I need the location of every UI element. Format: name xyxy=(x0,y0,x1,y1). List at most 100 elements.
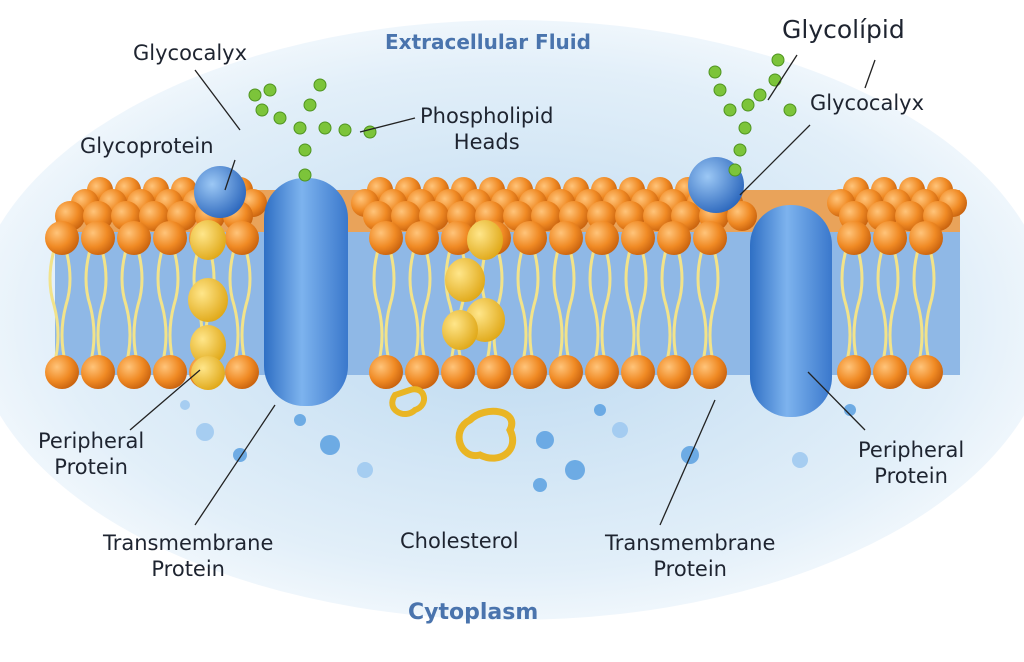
cytoplasm-particle xyxy=(594,404,606,416)
sugar-bead xyxy=(263,83,277,97)
sugar-bead xyxy=(723,103,737,117)
sugar-bead xyxy=(708,65,722,79)
label-line: Protein xyxy=(151,557,225,581)
glycoprotein-label: Glycoprotein xyxy=(80,134,214,158)
extracellular-fluid-label: Extracellular Fluid xyxy=(385,30,591,54)
sugar-bead xyxy=(733,143,747,157)
lipid-tail xyxy=(132,249,144,366)
lipid-tail xyxy=(168,249,180,366)
phospholipid-head xyxy=(45,355,79,389)
sugar-bead xyxy=(293,121,307,135)
lipid-tail xyxy=(372,249,384,366)
phospholipid-head xyxy=(405,355,439,389)
cholesterol-left xyxy=(188,220,228,390)
phospholipid-head xyxy=(585,355,619,389)
lipid-tail xyxy=(912,249,924,366)
lipid-tail xyxy=(876,249,888,366)
sugar-bead xyxy=(298,143,312,157)
sugar-bead xyxy=(768,73,782,87)
phospholipid-head xyxy=(369,355,403,389)
sugar-bead xyxy=(728,163,742,177)
phospholipid-head xyxy=(693,355,727,389)
lipid-tail xyxy=(408,249,420,366)
cytoplasm-particle xyxy=(320,435,340,455)
cytoplasm-particle xyxy=(844,404,856,416)
cytoplasm-particle xyxy=(357,462,373,478)
phospholipid-head xyxy=(873,355,907,389)
lipid-tail xyxy=(708,249,720,366)
cytoplasm-label: Cytoplasm xyxy=(408,600,539,625)
sugar-bead xyxy=(713,83,727,97)
lipid-tail xyxy=(924,249,936,366)
cytoplasm-particle xyxy=(681,446,699,464)
cytoplasm-particle xyxy=(294,414,306,426)
phospholipid-head xyxy=(369,221,403,255)
lipid-tail xyxy=(228,249,240,366)
phospholipid-head xyxy=(513,221,547,255)
lipid-tail xyxy=(600,249,612,366)
lipid-tail xyxy=(516,249,528,366)
lipid-tail xyxy=(48,249,60,366)
phospholipid-head xyxy=(513,355,547,389)
phospholipid-head xyxy=(873,221,907,255)
label-line: Protein xyxy=(653,557,727,581)
cytoplasm-particle xyxy=(792,452,808,468)
label-line: Phospholipid xyxy=(420,104,554,128)
phospholipid-head xyxy=(153,221,187,255)
phospholipid-head xyxy=(117,221,151,255)
cytoplasm-particle xyxy=(533,478,547,492)
lipid-tail xyxy=(672,249,684,366)
phospholipid-head xyxy=(837,355,871,389)
cholesterol-label: Cholesterol xyxy=(400,529,519,553)
phospholipid-head xyxy=(405,221,439,255)
cytoplasm-particle xyxy=(180,400,190,410)
phospholipid-head xyxy=(621,221,655,255)
lipid-tail xyxy=(60,249,72,366)
lipid-tail xyxy=(552,249,564,366)
lipid-tail xyxy=(240,249,252,366)
glycoprotein-sphere xyxy=(194,166,246,218)
sugar-bead xyxy=(298,168,312,182)
lipid-tail xyxy=(420,249,432,366)
cytoplasm-particle xyxy=(612,422,628,438)
cholesterol-center xyxy=(389,220,517,462)
sugar-bead xyxy=(318,121,332,135)
phospholipid-head xyxy=(45,221,79,255)
glycolipid-label: Glycolípid xyxy=(782,15,905,44)
cytoplasm-particle xyxy=(565,460,585,480)
phospholipid-head xyxy=(657,355,691,389)
label-line: Peripheral xyxy=(858,438,965,462)
label-line: Protein xyxy=(874,464,948,488)
leader-lines xyxy=(129,54,876,526)
lipid-tail xyxy=(564,249,576,366)
lipid-tails xyxy=(48,249,936,366)
phospholipid-head xyxy=(727,201,757,231)
phospholipid-head xyxy=(441,221,475,255)
sugar-bead xyxy=(738,121,752,135)
sugar-bead xyxy=(753,88,767,102)
transmembrane-protein-right xyxy=(750,205,832,417)
lipid-tail xyxy=(840,249,852,366)
sugar-bead xyxy=(771,53,785,67)
sugar-bead xyxy=(273,111,287,125)
sugar-bead xyxy=(255,103,269,117)
cytoplasm-particle xyxy=(536,431,554,449)
phospholipid-head xyxy=(909,355,943,389)
phospholipid-head xyxy=(549,221,583,255)
label-line: Transmembrane xyxy=(605,531,776,555)
lipid-tail xyxy=(636,249,648,366)
cytoplasm-particles xyxy=(180,400,856,492)
lipid-tail xyxy=(384,249,396,366)
phospholipid-head xyxy=(81,355,115,389)
sugar-bead xyxy=(303,98,317,112)
phospholipid-head xyxy=(225,355,259,389)
phospholipid-head xyxy=(477,355,511,389)
phospholipid-head xyxy=(585,221,619,255)
phospholipid-head xyxy=(441,355,475,389)
sugar-bead xyxy=(783,103,797,117)
